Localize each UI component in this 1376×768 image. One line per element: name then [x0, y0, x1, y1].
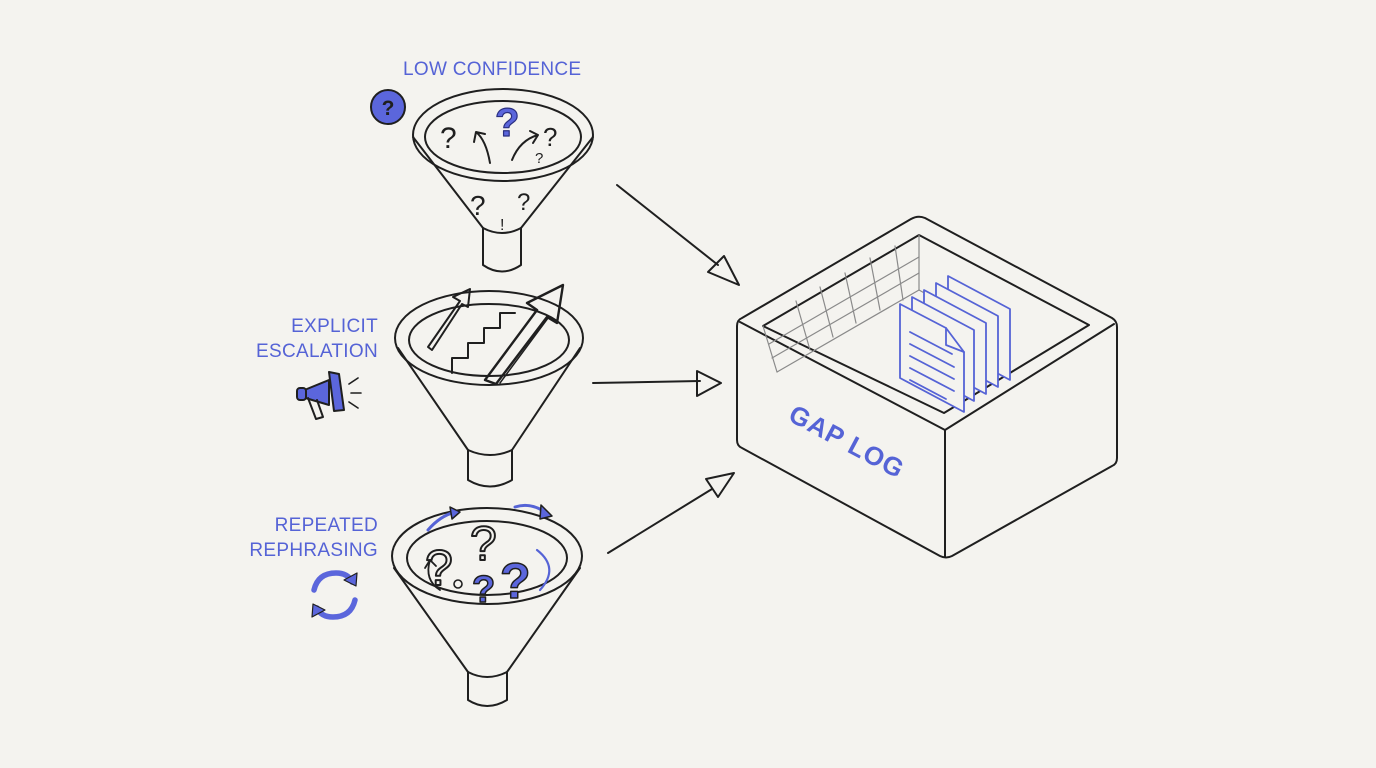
svg-text:?: ? [543, 122, 557, 152]
label-repeated-rephrasing: REPEATED REPHRASING [249, 513, 378, 563]
label-low-confidence-line: LOW CONFIDENCE [403, 59, 582, 80]
svg-text:?: ? [535, 150, 543, 167]
funnel-explicit-escalation [394, 290, 584, 488]
question-marks-low-confidence: ? ? ? ? ? ? ! [440, 100, 557, 234]
label-explicit-escalation-line-2: ESCALATION [256, 341, 378, 362]
label-explicit-escalation: EXPLICIT ESCALATION [256, 314, 378, 364]
svg-text:!: ! [500, 217, 504, 234]
question-badge-icon: ? [370, 89, 406, 125]
arrow-repeated-rephrasing-to-box [607, 472, 735, 554]
megaphone-icon [296, 371, 362, 420]
label-repeated-rephrasing-line-1: REPEATED [274, 515, 378, 536]
staircase-up-arrows [427, 283, 565, 386]
svg-text:?: ? [495, 101, 519, 145]
svg-text:?: ? [500, 553, 531, 609]
funnel-low-confidence [412, 88, 594, 273]
svg-text:?: ? [472, 569, 495, 611]
stacked-documents [899, 275, 1011, 413]
refresh-cycle-icon [311, 570, 358, 620]
arrow-low-confidence-to-box [616, 184, 740, 286]
label-repeated-rephrasing-line-2: REPHRASING [249, 540, 378, 561]
box-inner-grid [762, 234, 945, 373]
svg-text:?: ? [470, 518, 497, 571]
swirling-question-marks: ? ? ? ? [424, 503, 553, 612]
svg-text:?: ? [517, 189, 530, 216]
svg-text:?: ? [382, 97, 395, 120]
label-low-confidence: LOW CONFIDENCE [403, 57, 581, 82]
arrow-explicit-escalation-to-box [592, 370, 722, 397]
label-explicit-escalation-line-1: EXPLICIT [291, 316, 378, 337]
svg-text:?: ? [470, 190, 486, 221]
svg-text:?: ? [440, 122, 457, 155]
funnel-repeated-rephrasing [391, 507, 583, 707]
